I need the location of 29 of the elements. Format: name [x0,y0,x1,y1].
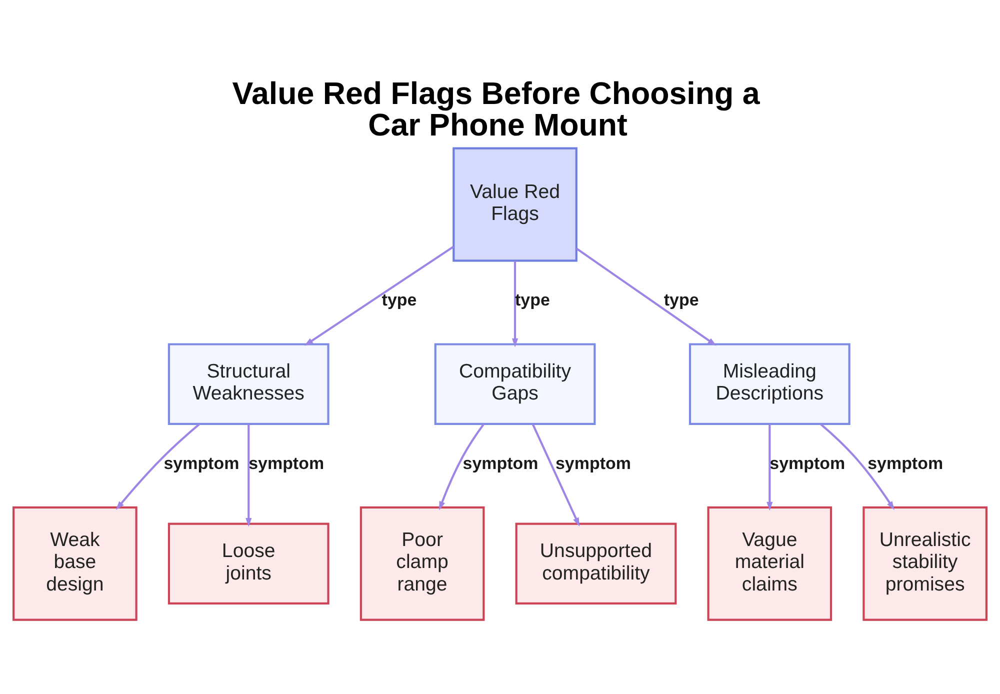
edge-label: symptom [248,453,324,472]
edge-label: type [664,290,699,310]
arrow [246,424,252,526]
arrow [576,247,716,346]
edge-label: type [515,290,550,310]
arrow [532,423,580,526]
node-box: Poor clamp range [360,506,485,620]
node-box: Vague material claims [707,506,832,620]
diagram-title: Value Red Flags Before Choosing a Car Phone Mount [232,76,760,142]
arrow [116,422,200,510]
node-box: Unrealistic stability promises [862,506,988,620]
node-box: Unsupported compatibility [515,522,677,604]
edge-label: symptom [868,453,944,472]
arrow [304,245,454,346]
arrow [766,424,773,510]
edge-label: type [382,290,417,310]
node-box: Structural Weaknesses [168,342,330,424]
arrow [820,422,894,510]
edge-label: symptom [462,453,538,472]
node-box: Weak base design [12,506,138,620]
node-box: Compatibility Gaps [434,342,596,424]
node-box: Loose joints [168,522,330,604]
edge-label: symptom [556,453,631,472]
edge-label: symptom [770,453,846,472]
node-box: Value Red Flags [452,146,578,262]
edge-label: symptom [164,453,240,472]
arrow [439,422,485,510]
node-box: Misleading Descriptions [688,342,850,424]
arrow [512,260,518,347]
